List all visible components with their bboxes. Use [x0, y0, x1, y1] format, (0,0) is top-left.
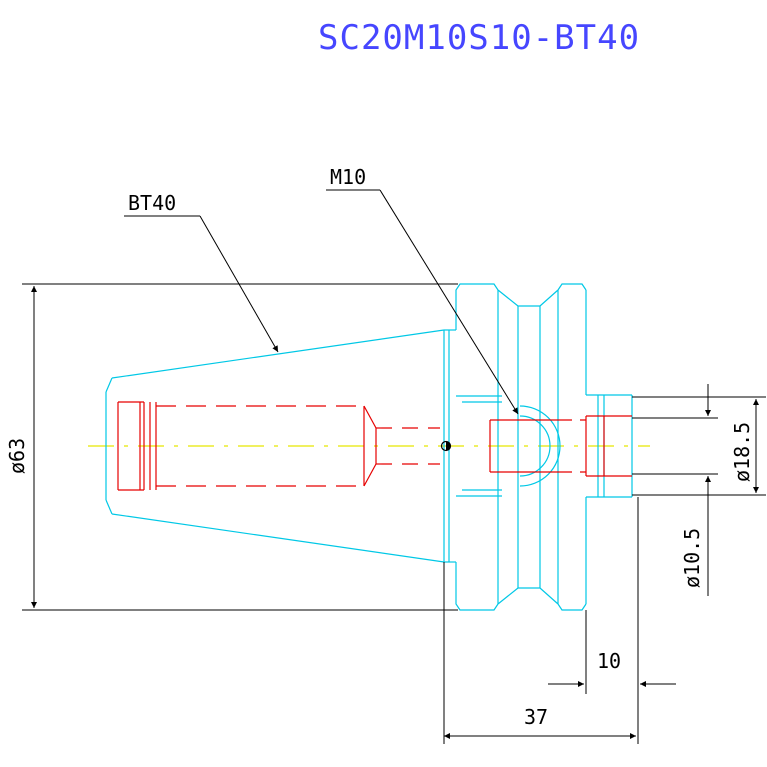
- dim-collet-diameter-text: ø18.5: [730, 422, 754, 482]
- dim-overall-length-text: 37: [524, 705, 548, 729]
- callout-m10: M10: [330, 165, 366, 189]
- leader-m10: [326, 189, 519, 415]
- drawing-title: SC20M10S10-BT40: [318, 18, 640, 58]
- dim-nose-length: [548, 497, 676, 744]
- dim-collet-diameter: [632, 396, 766, 496]
- dim-bore-diameter: [632, 384, 718, 596]
- hidden-lines: [117, 401, 632, 491]
- callout-bt40: BT40: [128, 191, 176, 215]
- dim-flange-diameter: [22, 283, 458, 611]
- dim-flange-diameter-text: ø63: [5, 438, 29, 474]
- origin-marker: [440, 440, 452, 452]
- dim-nose-length-text: 10: [597, 649, 621, 673]
- holder-outline: [105, 283, 633, 611]
- dim-overall-length: [443, 562, 636, 744]
- dim-bore-diameter-text: ø10.5: [680, 528, 704, 588]
